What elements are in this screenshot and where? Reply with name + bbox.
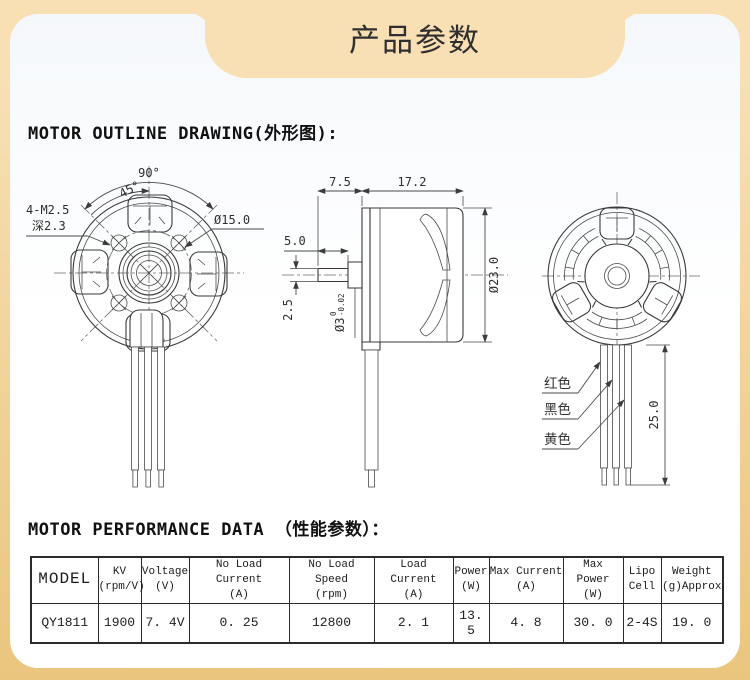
motor-side-view-drawing: 7.5 17.2 5.0 2.5 Ø3 0 -0.02 Ø23.0 [281, 175, 516, 492]
dim-23-0-label: Ø23.0 [487, 257, 501, 293]
wire-black-label: 黑色 [544, 401, 571, 417]
svg-text:0: 0 [329, 311, 338, 316]
screw-spec-label-line2: 深2.3 [32, 219, 66, 233]
dim-5-0-label: 5.0 [284, 234, 306, 248]
screw-spec-label-line1: 4-M2.5 [26, 203, 69, 217]
motor-back-view-drawing: 25.0 红色 黑色 黄色 [518, 160, 750, 486]
motor-front-view-drawing: 90° 45° 4-M2.5 深2.3 Ø15.0 [26, 166, 266, 500]
col-voltage: Voltage (V) [140, 556, 190, 604]
dim-25-0-label: 25.0 [647, 401, 661, 430]
table-data-row: QY1811 1900 7. 4V 0. 25 12800 2. 1 13. 5… [30, 602, 724, 644]
col-model: MODEL [30, 556, 99, 604]
col-no-load-current: No Load Current (A) [188, 556, 290, 604]
page-title: 产品参数 [349, 22, 481, 58]
col-weight: Weight (g)Approx [660, 556, 724, 604]
svg-text:Ø3: Ø3 [333, 318, 347, 332]
outline-section-heading: MOTOR OUTLINE DRAWING(外形图): [28, 124, 339, 144]
svg-text:-0.02: -0.02 [337, 293, 346, 316]
dim-17-2-label: 17.2 [398, 175, 427, 189]
col-lipo-cell: Lipo Cell [622, 556, 662, 604]
col-no-load-speed: No Load Speed (rpm) [288, 556, 375, 604]
cell-power: 13. 5 [452, 602, 490, 644]
cell-voltage: 7. 4V [140, 602, 190, 644]
wire-yellow-label: 黄色 [544, 431, 571, 447]
cell-max-power: 30. 0 [562, 602, 624, 644]
performance-table: MODEL KV (rpm/V) Voltage (V) No Load Cur… [30, 556, 724, 645]
back-view-wires [601, 345, 632, 485]
performance-section-heading: MOTOR PERFORMANCE DATA （性能参数）： [28, 520, 389, 540]
cell-kv: 1900 [97, 602, 142, 644]
dim-90deg-label: 90° [138, 166, 160, 180]
title-banner: 产品参数 [171, 0, 659, 78]
dim-bolt-circle-label: Ø15.0 [214, 213, 250, 227]
wire-red-label: 红色 [544, 375, 571, 391]
cell-no-load-speed: 12800 [288, 602, 375, 644]
dim-shaft-dia-label: Ø3 0 -0.02 [329, 293, 347, 332]
cell-max-current: 4. 8 [488, 602, 564, 644]
col-load-current: Load Current (A) [373, 556, 454, 604]
dim-7-5-label: 7.5 [329, 175, 351, 189]
cell-load-current: 2. 1 [373, 602, 454, 644]
dim-2-5-label: 2.5 [281, 299, 295, 321]
col-max-current: Max Current (A) [488, 556, 564, 604]
col-kv: KV (rpm/V) [97, 556, 145, 604]
cell-lipo-cell: 2-4S [622, 602, 662, 644]
cell-model: QY1811 [30, 602, 99, 644]
cell-no-load-current: 0. 25 [188, 602, 290, 644]
cell-weight: 19. 0 [660, 602, 724, 644]
col-max-power: Max Power (W) [562, 556, 624, 604]
table-header-row: MODEL KV (rpm/V) Voltage (V) No Load Cur… [30, 556, 724, 604]
col-power: Power (W) [452, 556, 490, 604]
front-view-wires [132, 347, 165, 487]
